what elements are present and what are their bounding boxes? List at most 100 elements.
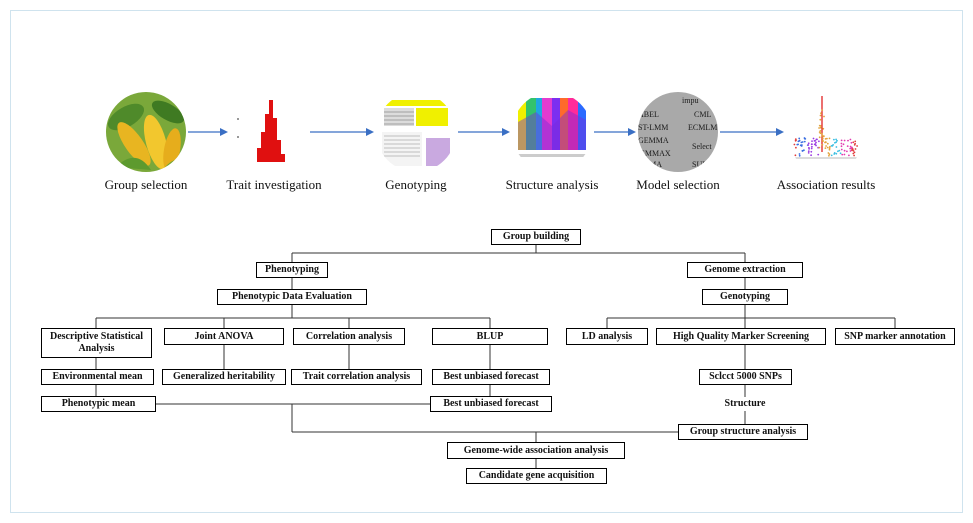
manhattan-point	[801, 141, 804, 143]
manhattan-point	[853, 144, 856, 146]
manhattan-point	[818, 127, 820, 129]
box-environmental-mean: Environmental mean	[41, 369, 154, 385]
manhattan-point	[807, 152, 810, 154]
manhattan-point	[796, 143, 799, 146]
manhattan-point	[833, 153, 836, 155]
manhattan-point	[798, 139, 801, 142]
model-word: ST-LMM	[638, 123, 669, 132]
manhattan-point	[824, 147, 827, 149]
manhattan-point	[819, 125, 822, 127]
manhattan-point	[850, 147, 853, 150]
manhattan-point	[807, 150, 810, 153]
manhattan-point	[841, 153, 844, 156]
manhattan-point	[819, 132, 822, 135]
box-genome-wide-association-analysis: Genome-wide association analysis	[447, 442, 625, 459]
structure-plot-image	[512, 92, 592, 172]
manhattan-point	[793, 143, 796, 146]
step-label-group-selection: Group selection	[104, 177, 188, 192]
manhattan-point	[828, 148, 831, 151]
manhattan-point	[828, 147, 831, 150]
manhattan-point	[811, 140, 813, 142]
manhattan-point	[842, 143, 845, 146]
manhattan-point	[852, 152, 855, 155]
box-descriptive-statistical-analysis: Descriptive Statistical Analysis	[41, 328, 152, 358]
box-genome-extraction: Genome extraction	[687, 262, 803, 278]
manhattan-point	[807, 144, 810, 146]
manhattan-point	[808, 148, 810, 150]
manhattan-point	[830, 154, 833, 157]
manhattan-point	[821, 143, 824, 146]
manhattan-point	[794, 154, 797, 157]
step-label-genotyping: Genotyping	[385, 177, 447, 192]
label-structure: Structure	[724, 398, 766, 409]
figure-frame	[10, 10, 963, 513]
manhattan-point	[840, 145, 843, 148]
manhattan-point	[812, 137, 815, 140]
manhattan-point	[801, 149, 804, 152]
manhattan-point	[810, 154, 812, 157]
workflow-arrow-2	[310, 128, 374, 136]
workflow-arrow-3	[458, 128, 510, 136]
model-word: ABEL	[638, 110, 659, 119]
step-label-trait-investigation: Trait investigation	[226, 177, 322, 192]
manhattan-point	[821, 137, 824, 140]
workflow-arrow-4	[594, 128, 636, 136]
manhattan-point	[838, 149, 841, 152]
box-phenotyping: Phenotyping	[256, 262, 328, 278]
manhattan-point	[853, 151, 856, 154]
manhattan-point	[843, 153, 846, 156]
step-label-structure-analysis: Structure analysis	[505, 177, 599, 192]
manhattan-point	[827, 152, 830, 154]
manhattan-point	[795, 139, 797, 142]
manhattan-plot-image	[786, 92, 866, 172]
manhattan-point	[852, 150, 855, 152]
box-correlation-analysis: Correlation analysis	[293, 328, 405, 345]
box-candidate-gene-acquisition: Candidate gene acquisition	[466, 468, 607, 484]
manhattan-point	[818, 140, 820, 143]
manhattan-point	[835, 146, 838, 148]
manhattan-point	[811, 145, 813, 148]
box-group-building: Group building	[491, 229, 581, 245]
manhattan-point	[826, 146, 829, 149]
manhattan-point	[828, 154, 830, 157]
model-word: CML	[694, 110, 712, 119]
model-word: MMA	[642, 160, 663, 169]
manhattan-point	[846, 150, 848, 153]
manhattan-point	[819, 114, 822, 117]
manhattan-point	[843, 149, 846, 152]
manhattan-point	[810, 147, 813, 150]
model-word: Select	[692, 142, 712, 151]
manhattan-point	[819, 130, 822, 132]
box-genotyping: Genotyping	[702, 289, 788, 305]
manhattan-point	[839, 152, 842, 155]
manhattan-point	[798, 137, 801, 140]
manhattan-point	[813, 140, 816, 142]
manhattan-point	[820, 112, 822, 115]
step-label-association-results: Association results	[776, 177, 876, 192]
box-high-quality-marker-screening: High Quality Marker Screening	[656, 328, 826, 345]
manhattan-point	[849, 138, 852, 141]
manhattan-point	[849, 145, 852, 148]
manhattan-point	[833, 138, 835, 141]
manhattan-point	[848, 154, 850, 157]
manhattan-point	[852, 141, 855, 144]
manhattan-point	[843, 139, 846, 142]
manhattan-point	[824, 141, 827, 143]
manhattan-point	[815, 144, 817, 147]
model-word: ent	[640, 96, 650, 105]
manhattan-point	[835, 152, 838, 155]
manhattan-point	[810, 143, 813, 146]
model-word: impu	[682, 96, 699, 105]
box-select-5000-snps: Sclcct 5000 SNPs	[699, 369, 792, 385]
box-ld-analysis: LD analysis	[566, 328, 648, 345]
model-word: SUP	[692, 160, 707, 169]
manhattan-point	[846, 145, 849, 147]
manhattan-point	[818, 146, 821, 149]
workflow-arrow-5	[720, 128, 784, 136]
manhattan-point	[821, 139, 824, 142]
manhattan-point	[822, 127, 825, 130]
box-best-unbiased-forecast-1: Best unbiased forecast	[432, 369, 550, 385]
manhattan-point	[837, 150, 839, 153]
manhattan-point	[852, 148, 854, 150]
